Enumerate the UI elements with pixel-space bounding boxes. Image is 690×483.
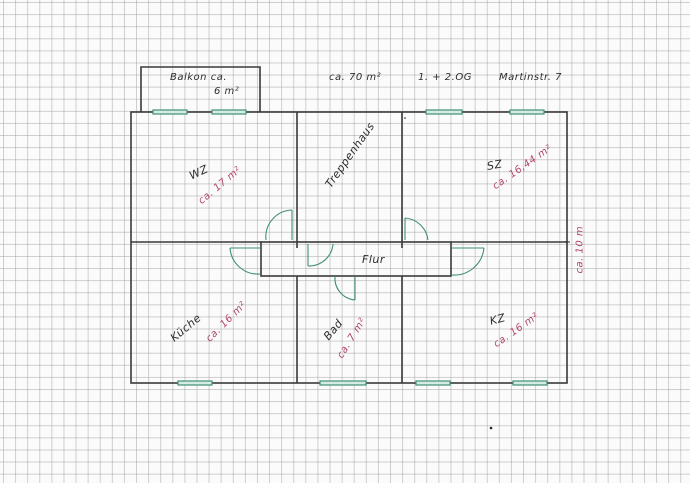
door-bad-icon <box>334 275 356 301</box>
window-icon <box>509 109 545 115</box>
door-kz-icon <box>451 247 485 276</box>
stray-mark <box>404 117 406 119</box>
balcony-outline <box>140 66 261 112</box>
window-icon <box>177 380 213 386</box>
balcony-area: 6 m² <box>214 86 240 97</box>
door-treppenhaus-icon <box>307 243 334 267</box>
door-sz-icon <box>404 217 429 241</box>
window-icon <box>415 380 451 386</box>
window-icon <box>425 109 463 115</box>
window-icon <box>319 380 367 386</box>
total-area: ca. 70 m² <box>329 72 382 83</box>
dimension-right: ca. 10 m <box>574 225 586 274</box>
window-icon <box>152 109 188 115</box>
window-icon <box>211 109 247 115</box>
floors-label: 1. + 2.OG <box>418 72 472 83</box>
marks <box>404 117 570 430</box>
door-wz-icon <box>265 209 293 241</box>
doors <box>229 209 485 301</box>
door-kueche-icon <box>229 247 261 275</box>
room-name-flur: Flur <box>362 253 385 266</box>
address-label: Martinstr. 7 <box>499 72 562 83</box>
flur-outline <box>260 241 452 277</box>
room-name-sz: SZ <box>485 157 504 173</box>
window-icon <box>512 380 548 386</box>
windows <box>152 109 548 386</box>
balcony-label: Balkon ca. <box>170 72 227 83</box>
stray-mark <box>489 426 493 430</box>
